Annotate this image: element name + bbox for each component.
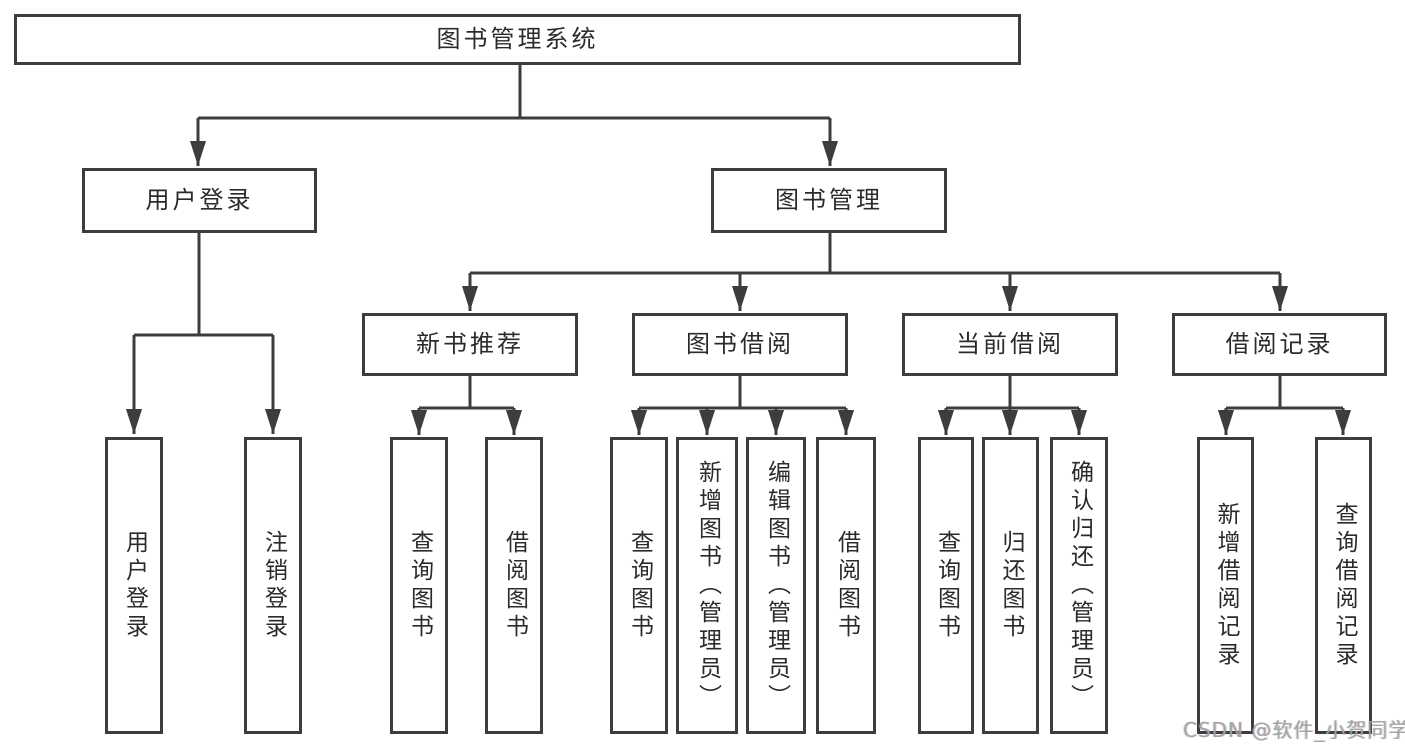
leaf-bb-edit-books-admin: 编辑图书（管理员）	[746, 437, 806, 734]
leaf-bb-add-books-admin-label: 新增图书（管理员）	[694, 459, 721, 712]
leaf-cb-query-books-label: 查询图书	[933, 529, 960, 642]
leaf-bb-query-books-label: 查询图书	[626, 529, 653, 642]
rail-book-borrow	[639, 375, 846, 410]
leaf-user-login: 用户登录	[105, 437, 163, 734]
leaf-bb-add-books-admin: 新增图书（管理员）	[676, 437, 738, 734]
node-user-login-label: 用户登录	[145, 186, 254, 215]
rail-book-mgmt	[470, 232, 1280, 275]
node-borrowing-records-label: 借阅记录	[1225, 330, 1334, 359]
leaf-br-add-record: 新增借阅记录	[1197, 437, 1254, 734]
node-book-borrowing: 图书借阅	[632, 313, 848, 376]
leaf-cb-query-books: 查询图书	[918, 437, 974, 734]
leaf-cb-return-books-label: 归还图书	[998, 529, 1024, 642]
leaf-rec-query-books-label: 查询图书	[406, 529, 433, 642]
leaf-user-login-label: 用户登录	[121, 529, 148, 642]
node-user-login: 用户登录	[82, 168, 317, 233]
node-root-label: 图书管理系统	[436, 25, 599, 54]
leaf-br-query-record-label: 查询借阅记录	[1331, 501, 1357, 670]
node-borrowing-records: 借阅记录	[1172, 313, 1387, 376]
leaf-rec-borrow-books-label: 借阅图书	[501, 529, 528, 642]
node-book-management: 图书管理	[711, 168, 947, 233]
rail-cur-borrow	[946, 375, 1079, 410]
leaf-br-add-record-label: 新增借阅记录	[1213, 501, 1239, 670]
leaf-logout-label: 注销登录	[260, 529, 287, 642]
node-book-management-label: 图书管理	[775, 186, 883, 215]
leaf-rec-query-books: 查询图书	[390, 437, 448, 734]
rail-root	[198, 64, 830, 120]
node-root-library-system: 图书管理系统	[14, 14, 1021, 65]
leaf-rec-borrow-books: 借阅图书	[485, 437, 543, 734]
leaf-cb-return-books: 归还图书	[982, 437, 1039, 734]
leaf-bb-edit-books-admin-label: 编辑图书（管理员）	[763, 459, 790, 712]
node-current-borrowing-label: 当前借阅	[956, 330, 1064, 359]
leaf-cb-confirm-return-admin: 确认归还（管理员）	[1050, 437, 1108, 734]
leaf-cb-confirm-return-admin-label: 确认归还（管理员）	[1066, 459, 1093, 712]
rail-borrow-rec	[1226, 375, 1343, 410]
node-new-book-recommendation: 新书推荐	[362, 313, 578, 376]
node-new-book-recommendation-label: 新书推荐	[416, 330, 524, 359]
leaf-br-query-record: 查询借阅记录	[1315, 437, 1372, 734]
rail-new-book	[419, 375, 514, 410]
leaf-bb-borrow-books-label: 借阅图书	[833, 529, 860, 642]
rail-user-login	[134, 232, 273, 337]
node-current-borrowing: 当前借阅	[902, 313, 1118, 376]
leaf-bb-query-books: 查询图书	[610, 437, 668, 734]
leaf-bb-borrow-books: 借阅图书	[816, 437, 876, 734]
leaf-logout: 注销登录	[244, 437, 302, 734]
node-book-borrowing-label: 图书借阅	[686, 330, 794, 359]
